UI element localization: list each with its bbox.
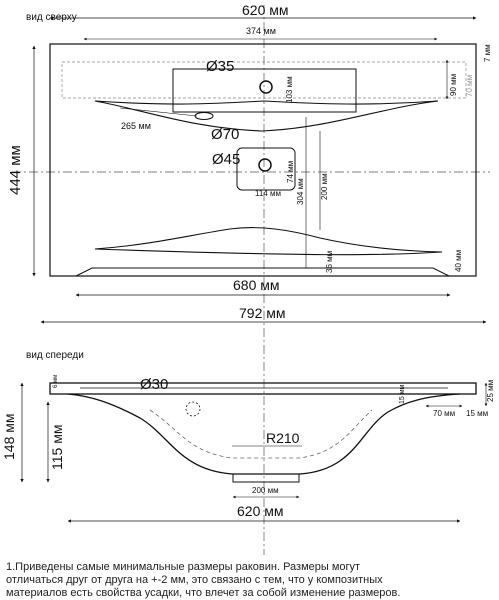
drain-stub [232, 473, 300, 483]
drain-recess [236, 147, 296, 191]
front-view-caption: вид спереди [26, 350, 84, 361]
dim-103-label: 103 мм [285, 76, 294, 103]
dim-200-top-label: 200 мм [320, 173, 329, 200]
dim-36-label: 36 мм [325, 251, 334, 273]
faucet-platform [172, 68, 357, 113]
countertop-slab [49, 382, 477, 395]
dim-374-label: 374 мм [246, 26, 276, 36]
bowl-bottom-lip [94, 227, 443, 256]
dim-70-label: 70 мм [433, 409, 455, 418]
dim-444-label: 444 мм [7, 145, 24, 195]
dim-line-265 [119, 107, 198, 117]
front-edge-band [75, 267, 450, 277]
hole-45-label: Ø45 [212, 151, 240, 168]
footnote: 1.Приведены самые минимальные размеры ра… [6, 561, 496, 600]
hole-35-label: Ø35 [206, 58, 234, 75]
dim-15-vertical-label: 15 мм [399, 384, 406, 404]
drain-hole [258, 158, 272, 172]
footnote-line-3: материалов есть свойства усадки, что вле… [6, 587, 401, 599]
overflow-hole [194, 112, 214, 120]
top-view-caption: вид сверху [26, 12, 77, 23]
footnote-line-2: отличаться друг от друга на +-2 мм, это … [6, 574, 383, 586]
dim-200-front-label: 200 мм [252, 486, 279, 495]
back-ledge-dashed [61, 61, 467, 99]
dim-265-label: 265 мм [121, 121, 151, 131]
dim-680-label: 680 мм [233, 277, 280, 293]
hole-70-label: Ø70 [211, 126, 239, 143]
basin-outline-top [49, 43, 477, 277]
bowl-top-lip [94, 100, 439, 132]
dim-6-label: 6 мм [53, 375, 59, 388]
dim-25-label: 25 мм [486, 380, 495, 402]
dim-7-label: 7 мм [483, 44, 492, 62]
dim-40-label: 40 мм [454, 250, 463, 272]
dim-304-label: 304 мм [296, 178, 305, 205]
overflow-circle-front [185, 401, 201, 417]
radius-label: R210 [266, 430, 300, 446]
bowl-interior-dashed [149, 409, 373, 459]
dim-148-label: 148 мм [1, 414, 17, 461]
dim-90-label: 90 мм [449, 74, 458, 96]
faucet-hole [259, 80, 273, 94]
hole-30-label: Ø30 [140, 376, 168, 393]
dim-70-side-label: 70 мм [465, 75, 474, 97]
dim-620-front-label: 620 мм [237, 503, 284, 519]
dim-15-horizontal-label: 15 мм [466, 409, 488, 418]
footnote-line-1: 1.Приведены самые минимальные размеры ра… [6, 561, 361, 573]
dim-114-label: 114 мм [255, 189, 281, 198]
front-view: вид спереди 6 мм Ø30 R210 200 мм 620 мм … [1, 350, 495, 523]
dim-74-label: 74 мм [286, 161, 295, 183]
top-view: вид сверху 620 мм 374 мм Ø35 103 мм 90 м… [7, 2, 492, 555]
dim-115-label: 115 мм [49, 425, 65, 470]
dim-792-label: 792 мм [239, 305, 286, 321]
dim-620-top-label: 620 мм [242, 2, 289, 18]
